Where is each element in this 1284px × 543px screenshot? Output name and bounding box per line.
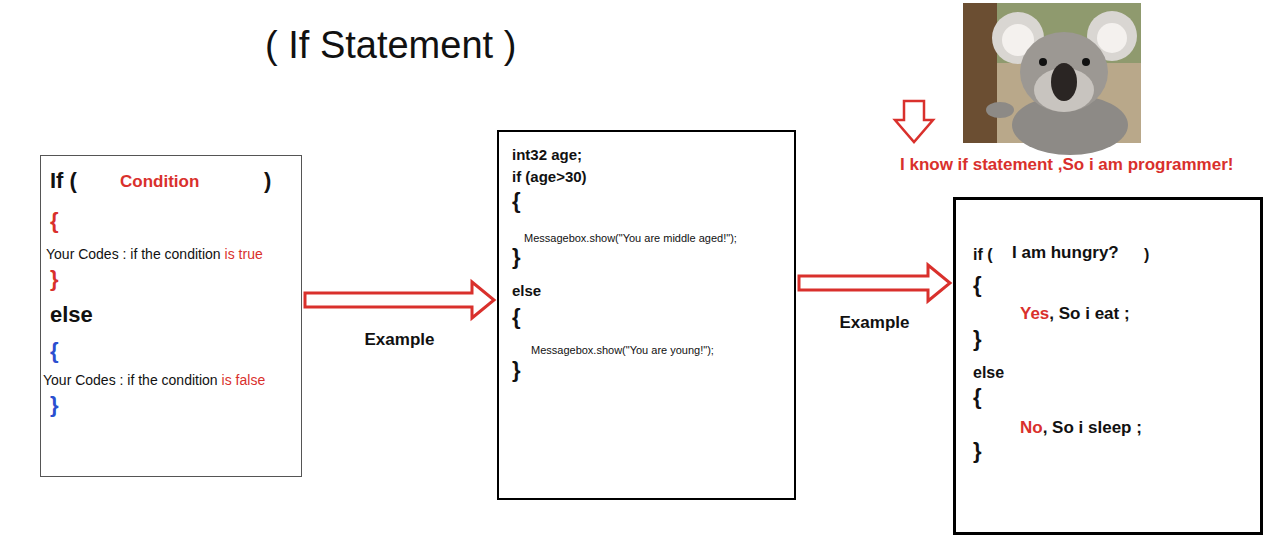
brace: } (512, 357, 521, 382)
answer-word: No (1020, 418, 1043, 438)
condition-label: I am hungry? (1012, 243, 1119, 263)
brace: { (973, 272, 982, 297)
block-arrow (799, 265, 950, 301)
syntax-box: If ( Condition) { Your Codes : if the condi… (40, 155, 302, 477)
action-text: , So i eat ; (1049, 304, 1129, 324)
analogy-box: if ( I am hungry?) { Yes, So i eat ;} else { N… (953, 197, 1263, 535)
action-text: , So i sleep ; (1043, 418, 1142, 438)
answer-word: Yes (1020, 304, 1049, 324)
bracket: ) (264, 168, 271, 193)
koala-illustration (963, 3, 1141, 155)
keyword: else (973, 364, 1004, 382)
brace: { (50, 208, 59, 233)
brace: } (512, 244, 521, 269)
code-line: Messagebox.show("You are young!"); (531, 344, 714, 357)
keyword: else (512, 282, 541, 299)
code-line: if (age>30) (512, 168, 587, 185)
brace: { (973, 384, 982, 409)
code-example-box: int32 age; if (age>30) { Messagebox.show("Y… (497, 130, 796, 500)
arrow-label: Example (838, 313, 912, 333)
code-note: Your Codes : if the condition (46, 246, 221, 262)
code-line: int32 age; (512, 146, 582, 163)
arrow-label: Example (363, 330, 437, 350)
keyword: else (50, 302, 93, 327)
bracket: ) (1144, 246, 1149, 264)
brace: { (50, 338, 59, 363)
brace: } (50, 266, 59, 291)
keyword: if ( (973, 246, 993, 264)
caption-label: I know if statement ,So i am programmer! (900, 155, 1233, 175)
title: ( If Statement ) (265, 24, 516, 68)
condition-state: is true (225, 246, 263, 262)
brace: } (50, 392, 59, 417)
condition-state: is false (222, 372, 266, 388)
brace: } (973, 438, 982, 463)
keyword: If ( (50, 168, 77, 193)
block-arrow (305, 282, 494, 318)
brace: } (973, 326, 982, 351)
down-arrow (895, 101, 933, 142)
brace: { (512, 188, 521, 213)
code-note: Your Codes : if the condition (43, 372, 218, 388)
condition-label: Condition (120, 172, 199, 192)
code-line: Messagebox.show("You are middle aged!"); (524, 232, 737, 245)
brace: { (512, 304, 521, 329)
